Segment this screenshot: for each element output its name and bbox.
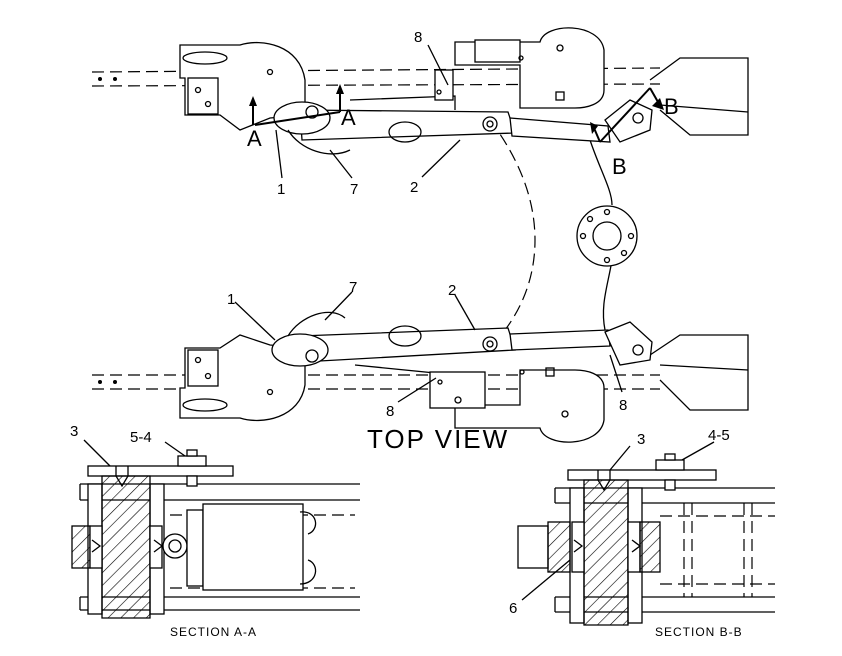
section-a-label-right: A [341,105,356,130]
callout-3-a: 3 [70,423,78,440]
callout-1-upper: 1 [277,181,285,198]
upper-cylinder [273,69,653,155]
callout-4-5: 4-5 [708,427,730,444]
top-view: A A B B 1 7 2 8 1 [91,27,749,454]
frame-outline [489,119,613,331]
lower-right-bracket [454,367,605,443]
callout-5-4: 5-4 [130,429,152,446]
callout-8-upper: 8 [414,29,422,46]
upper-left-bracket [179,41,306,131]
lower-cylinder [271,311,653,409]
section-a-a: 3 5-4 SECTION A-A [70,423,360,639]
callout-7-lower: 7 [349,279,357,296]
section-b-label-upper: B [664,94,679,119]
section-a-label-left: A [247,126,262,151]
section-b-b: 3 4-5 6 SECTION B-B [509,427,775,639]
section-a-caption: SECTION A-A [170,625,257,639]
view-title: TOP VIEW [367,424,509,454]
section-a-markers: A A [247,84,356,151]
callout-7-upper: 7 [350,181,358,198]
section-b-caption: SECTION B-B [655,625,743,639]
callout-1-lower: 1 [227,291,235,308]
center-hub [576,205,638,267]
section-b-markers: B B [590,87,679,179]
callout-8-lower-left: 8 [386,403,394,420]
callout-2-lower: 2 [448,282,456,299]
top-view-leaders [234,44,623,403]
callout-2-upper: 2 [410,179,418,196]
callout-3-b: 3 [637,431,645,448]
callout-8-lower-right: 8 [619,397,627,414]
upper-right-bracket [454,27,605,109]
section-b-label-lower: B [612,154,627,179]
callout-6: 6 [509,600,517,617]
right-stubs [649,57,749,411]
